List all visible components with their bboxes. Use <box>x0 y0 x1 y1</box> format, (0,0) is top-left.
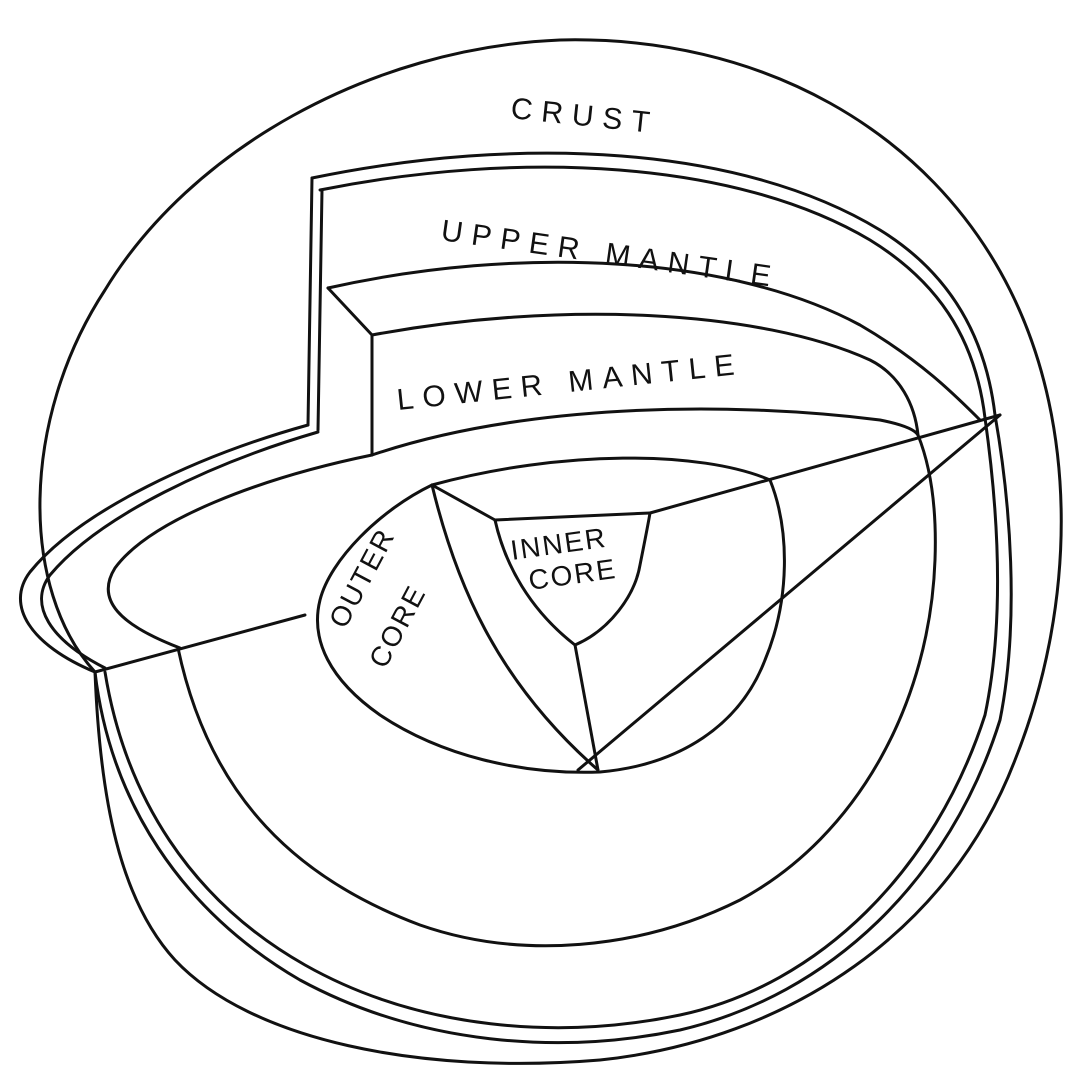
wedge-back-edge <box>308 178 312 425</box>
cut-plane-crust-outer <box>20 425 308 672</box>
lower-mantle-top-edge <box>328 288 372 335</box>
cut-plane-crust-inner <box>42 432 318 668</box>
front-upper-mantle-section <box>178 435 935 946</box>
front-cut-line <box>95 615 305 672</box>
back-cut-line <box>578 415 1000 770</box>
front-crust-section <box>95 415 1011 1043</box>
lower-mantle-cut-arc <box>372 409 918 455</box>
lower-mantle-label: LOWER MANTLE <box>395 348 745 417</box>
outer-core-top-edge <box>432 485 495 520</box>
inner-core-wall-top <box>495 513 650 520</box>
crust-label: CRUST <box>509 92 660 140</box>
upper-mantle-label: UPPER MANTLE <box>439 214 782 294</box>
outer-core-label-line2: CORE <box>363 580 432 673</box>
wedge-back-edge-2 <box>318 190 322 430</box>
